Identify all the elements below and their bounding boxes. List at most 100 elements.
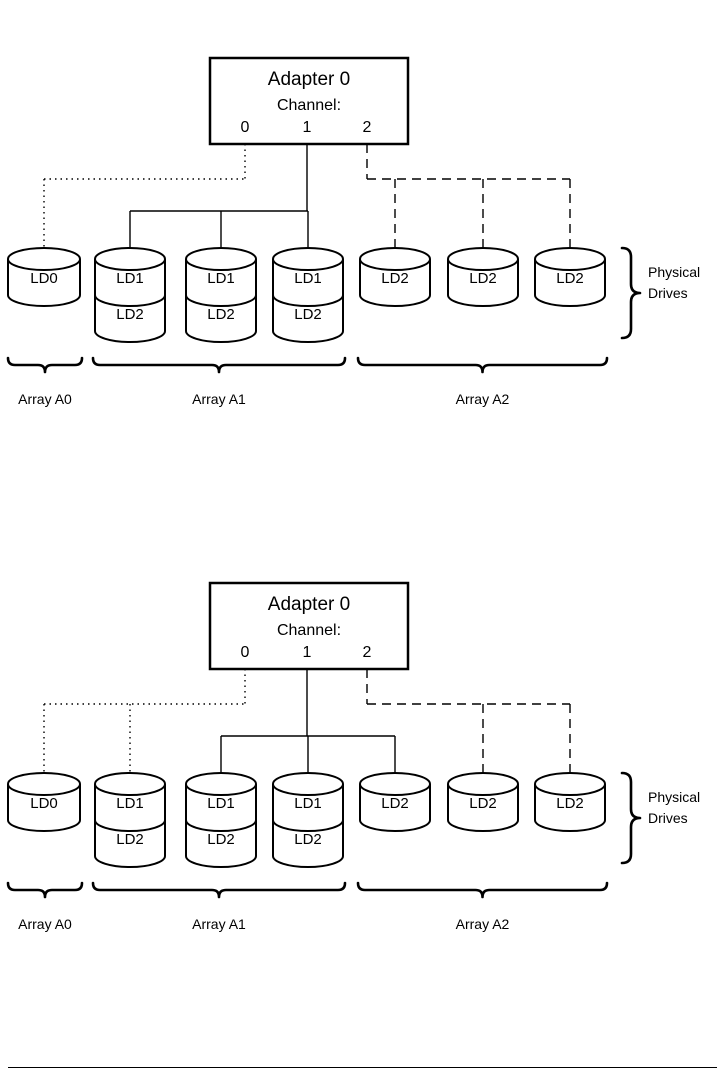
drive-top <box>447 772 519 796</box>
array-brace <box>91 881 347 899</box>
array-brace <box>91 356 347 374</box>
physical-drives-brace <box>620 771 642 865</box>
drive-top <box>7 247 81 271</box>
array-label: Array A0 <box>18 916 72 932</box>
channel-number-2: 2 <box>363 644 372 661</box>
channel-number-0: 0 <box>241 119 250 136</box>
drive-section-divider <box>272 819 344 832</box>
drive-section-label: LD2 <box>381 270 409 287</box>
adapter-box: Adapter 0 Channel: 0 1 2 <box>208 56 410 146</box>
adapter-box-outline <box>208 56 410 146</box>
drive-top <box>94 772 166 796</box>
drive-top <box>359 247 431 271</box>
array-brace <box>356 881 609 899</box>
physical-drives-label-line1: Physical <box>648 789 700 805</box>
adapter-title: Adapter 0 <box>268 69 350 90</box>
drive-top <box>534 247 606 271</box>
array-label: Array A2 <box>456 916 510 932</box>
drive-section-label: LD0 <box>30 795 58 812</box>
drive-top <box>447 247 519 271</box>
adapter-title: Adapter 0 <box>268 594 350 615</box>
drive-section-label: LD2 <box>116 831 144 848</box>
channel-label: Channel: <box>277 97 341 114</box>
drive-top <box>272 247 344 271</box>
drive-top <box>94 247 166 271</box>
drive-4: LD2 <box>359 772 431 832</box>
array-label: Array A2 <box>456 391 510 407</box>
drive-section-label: LD2 <box>381 795 409 812</box>
drive-section-label: LD1 <box>294 270 322 287</box>
drive-body <box>272 784 344 868</box>
drive-top <box>185 772 257 796</box>
drive-body <box>94 259 166 343</box>
channel-number-1: 1 <box>303 119 312 136</box>
array-brace <box>356 356 609 374</box>
drive-section-label: LD2 <box>556 270 584 287</box>
drive-6: LD2 <box>534 772 606 832</box>
array-label: Array A1 <box>192 391 246 407</box>
drive-body <box>185 784 257 868</box>
drive-6: LD2 <box>534 247 606 307</box>
drive-section-label: LD2 <box>556 795 584 812</box>
drive-body <box>185 259 257 343</box>
drive-body <box>534 259 606 307</box>
array-brace-group: Array A0 Array A1 Array A2 <box>6 881 609 932</box>
drive-section-divider <box>272 294 344 307</box>
drive-body <box>447 784 519 832</box>
drive-body <box>359 784 431 832</box>
drive-top <box>359 772 431 796</box>
drive-section-label: LD2 <box>207 831 235 848</box>
drive-section-divider <box>94 819 166 832</box>
drive-section-label: LD2 <box>294 831 322 848</box>
array-label: Array A1 <box>192 916 246 932</box>
drive-body <box>7 784 81 832</box>
drive-section-label: LD1 <box>116 795 144 812</box>
channel-label: Channel: <box>277 622 341 639</box>
drive-5: LD2 <box>447 247 519 307</box>
drive-body <box>447 259 519 307</box>
drive-body <box>359 259 431 307</box>
drive-body <box>272 259 344 343</box>
drive-section-divider <box>185 294 257 307</box>
drive-section-divider <box>185 819 257 832</box>
drive-0: LD0 <box>7 772 81 832</box>
physical-drives-label-line2: Drives <box>648 810 688 826</box>
drive-section-label: LD1 <box>207 795 235 812</box>
array-brace <box>6 881 84 899</box>
footer-rule <box>8 1067 717 1068</box>
physical-drives-brace <box>620 246 642 340</box>
drive-top <box>534 772 606 796</box>
drive-section-label: LD2 <box>469 270 497 287</box>
array-brace-group: Array A0 Array A1 Array A2 <box>6 356 609 407</box>
array-brace <box>6 356 84 374</box>
drive-section-label: LD2 <box>469 795 497 812</box>
physical-drives-label-line1: Physical <box>648 264 700 280</box>
adapter-box: Adapter 0 Channel: 0 1 2 <box>208 581 410 671</box>
drive-section-label: LD2 <box>294 306 322 323</box>
adapter-box-outline <box>208 581 410 671</box>
drive-section-label: LD0 <box>30 270 58 287</box>
drive-5: LD2 <box>447 772 519 832</box>
channel-number-0: 0 <box>241 644 250 661</box>
array-label: Array A0 <box>18 391 72 407</box>
drive-section-label: LD2 <box>116 306 144 323</box>
drive-body <box>94 784 166 868</box>
drive-4: LD2 <box>359 247 431 307</box>
drive-section-label: LD1 <box>294 795 322 812</box>
channel-number-2: 2 <box>363 119 372 136</box>
physical-drives-label-line2: Drives <box>648 285 688 301</box>
drive-section-label: LD1 <box>207 270 235 287</box>
channel-number-1: 1 <box>303 644 312 661</box>
